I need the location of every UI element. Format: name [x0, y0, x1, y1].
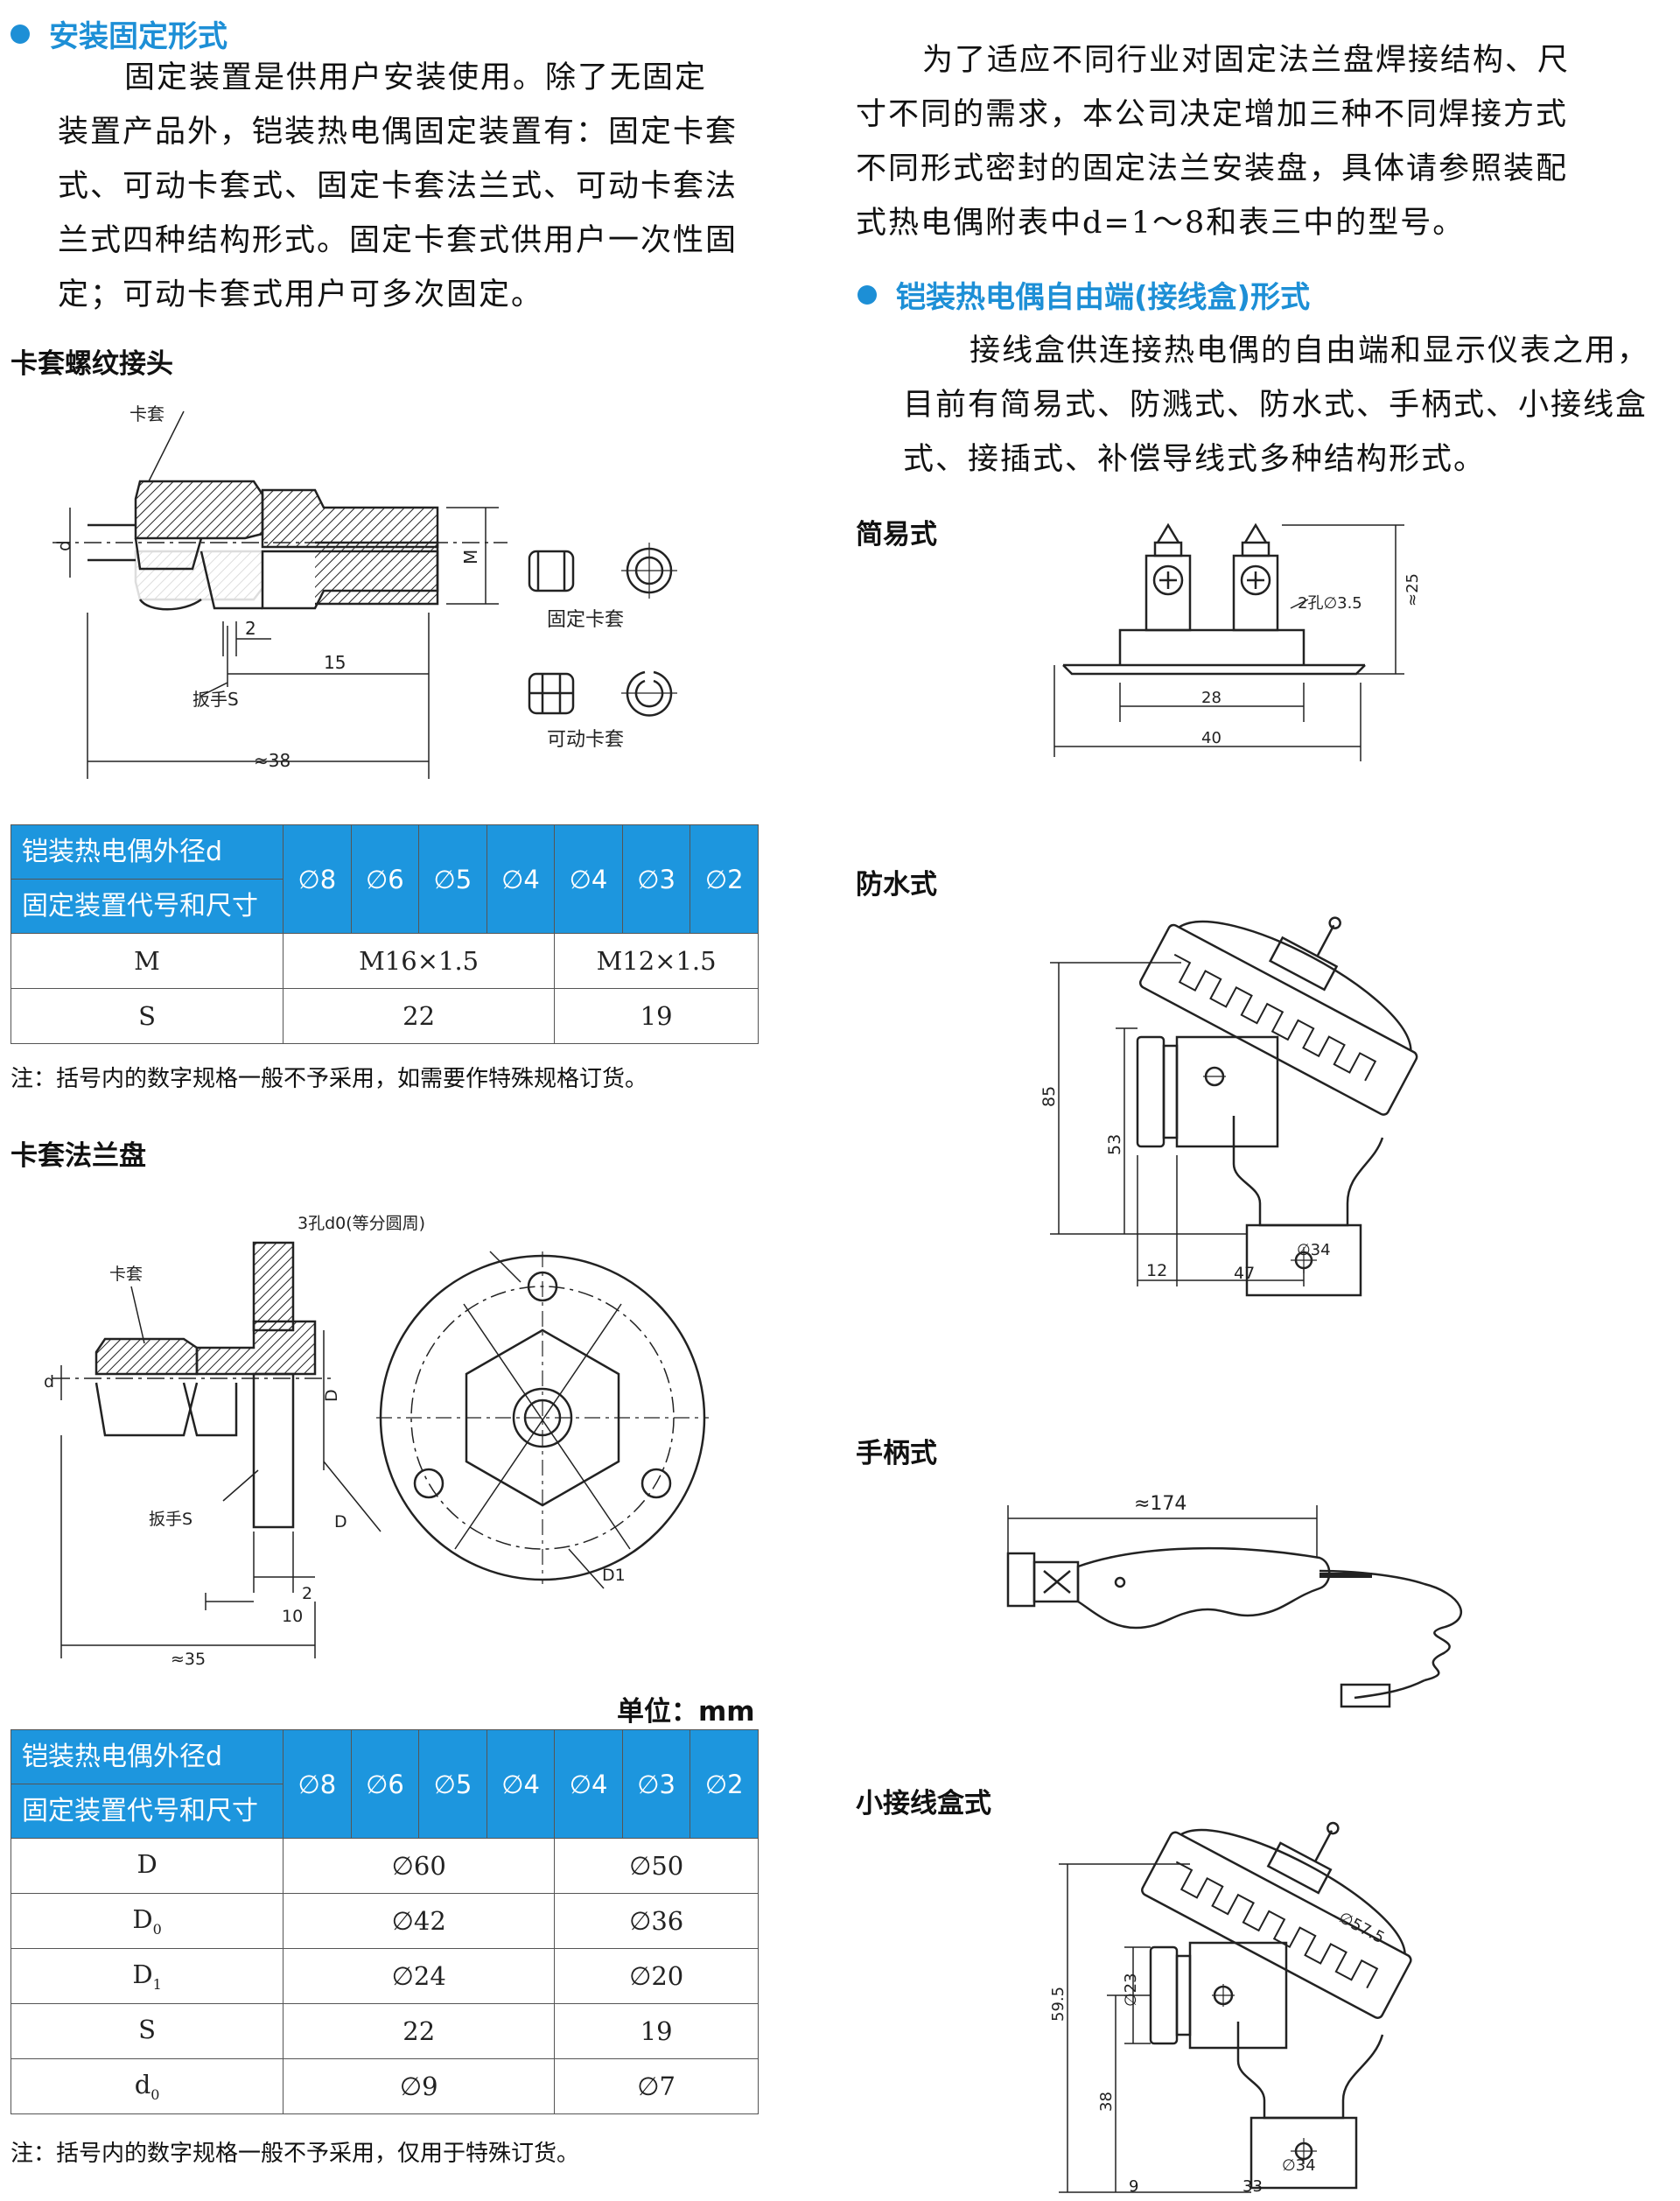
bullet-icon — [10, 24, 30, 44]
dim-47: 47 — [1234, 1264, 1255, 1283]
waterproof-type-label: 防水式 — [856, 869, 937, 901]
table-col: ∅4 — [486, 1729, 556, 1839]
table-col: ∅2 — [690, 1729, 759, 1839]
dim-33: 33 — [1242, 2177, 1263, 2196]
callout-movable-sleeve: 可动卡套 — [547, 729, 624, 751]
table-header-bottom: 固定装置代号和尺寸 — [10, 879, 284, 934]
waterproof-head-drawing: 85 53 12 47 ∅34 — [1040, 916, 1418, 1297]
table-col: ∅4 — [554, 824, 623, 934]
callout-holes: 3孔d0(等分圆周) — [298, 1214, 425, 1233]
dim-d34: ∅34 — [1297, 1241, 1331, 1259]
dim-85: 85 — [1040, 1086, 1059, 1107]
paragraph-line: 为了适应不同行业对固定法兰盘焊接结构、尺 — [922, 43, 1571, 78]
paragraph-line: 式、可动卡套式、固定卡套法兰式、可动卡套法 — [58, 169, 738, 204]
dim-15: 15 — [324, 652, 346, 673]
table-col: ∅4 — [554, 1729, 623, 1839]
dim-2: 2 — [302, 1584, 312, 1603]
paragraph-line: 装置产品外，铠装热电偶固定装置有：固定卡套 — [58, 115, 738, 150]
table-row: M M16×1.5 M12×1.5 — [10, 933, 759, 989]
callout-m: M — [460, 550, 481, 564]
dim-12: 12 — [1146, 1261, 1167, 1280]
paragraph-line: 定；可动卡套式用户可多次固定。 — [58, 277, 544, 312]
paragraph-line: 寸不同的需求，本公司决定增加三种不同焊接方式 — [856, 97, 1569, 132]
dim-59-5: 59.5 — [1049, 1987, 1068, 2022]
callout-d: d — [44, 1372, 54, 1391]
table-header-bottom: 固定装置代号和尺寸 — [10, 1784, 284, 1839]
paragraph-line: 不同形式密封的固定法兰安装盘，具体请参照装配 — [856, 151, 1569, 186]
table-col: ∅6 — [350, 824, 420, 934]
callout-D: D — [322, 1389, 341, 1402]
small-box-drawing: 59.5 38 ∅23 ∅57.5 ∅34 — [1049, 1821, 1412, 2193]
bullet-icon — [858, 284, 877, 305]
junction-box-paragraph: 接线盒供连接热电偶的自由端和显示仪表之用， 目前有简易式、防溅式、防水式、手柄式… — [903, 324, 1673, 487]
dim-38: 38 — [1097, 2092, 1116, 2112]
table-row: D1 ∅24 ∅20 — [10, 1948, 759, 2004]
dim-28: 28 — [1201, 689, 1222, 707]
dim-2: 2 — [245, 618, 256, 639]
section-title-text: 铠装热电偶自由端(接线盒)形式 — [896, 280, 1311, 315]
callout-wrench: 扳手S — [149, 1510, 192, 1529]
dim-d34: ∅34 — [1282, 2156, 1316, 2175]
simple-type-label: 简易式 — [856, 519, 937, 550]
dim-53: 53 — [1105, 1134, 1124, 1155]
table-col: ∅4 — [486, 824, 556, 934]
dim-height: ≈25 — [1404, 573, 1422, 606]
dim-holes: 2孔∅3.5 — [1298, 594, 1362, 613]
table-col: ∅2 — [690, 824, 759, 934]
callout-D1: D1 — [602, 1566, 626, 1585]
table-col: ∅8 — [283, 1729, 352, 1839]
table-header-top: 铠装热电偶外径d — [10, 1729, 284, 1784]
table-col: ∅8 — [283, 824, 352, 934]
unit-label: 单位：mm — [617, 1696, 755, 1728]
install-paragraph: 固定装置是供用户安装使用。除了无固定 装置产品外，铠装热电偶固定装置有：固定卡套… — [58, 51, 775, 322]
table-row: D0 ∅42 ∅36 — [10, 1893, 759, 1949]
section-title-text: 安装固定形式 — [49, 19, 228, 54]
table-col: ∅3 — [621, 1729, 691, 1839]
note-2: 注：括号内的数字规格一般不予采用，仅用于特殊订货。 — [10, 2141, 580, 2167]
callout-D-label: D — [334, 1512, 347, 1532]
simple-terminal-drawing: 2孔∅3.5 ≈25 28 40 — [1054, 522, 1422, 761]
handle-type-drawing: ≈174 — [1006, 1493, 1462, 1708]
callout-sleeve: 卡套 — [130, 403, 164, 424]
table-row: D ∅60 ∅50 — [10, 1838, 759, 1894]
intro-paragraph: 为了适应不同行业对固定法兰盘焊接结构、尺 寸不同的需求，本公司决定增加三种不同焊… — [856, 33, 1643, 250]
section-title-install: 安装固定形式 — [10, 12, 228, 55]
table-row: S 22 19 — [10, 2003, 759, 2059]
compression-fitting-drawing: 卡套 d M 扳手S 2 15 ≈38 固定卡套 可动卡套 — [52, 403, 677, 779]
spec-table-1: 铠装热电偶外径d ∅8 ∅6 ∅5 ∅4 ∅4 ∅3 ∅2 固定装置代号和尺寸 … — [10, 824, 759, 1044]
handle-type-label: 手柄式 — [856, 1438, 937, 1469]
dim-40: 40 — [1201, 729, 1222, 747]
callout-wrench: 扳手S — [192, 689, 239, 710]
fig1-label: 卡套螺纹接头 — [10, 348, 173, 380]
table-row: S 22 19 — [10, 988, 759, 1044]
table-col: ∅5 — [418, 824, 487, 934]
fig2-label: 卡套法兰盘 — [10, 1140, 146, 1172]
paragraph-line: 兰式四种结构形式。固定卡套式供用户一次性固 — [58, 223, 738, 258]
paragraph-line: 固定装置是供用户安装使用。除了无固定 — [124, 60, 708, 95]
callout-sleeve: 卡套 — [109, 1265, 143, 1284]
dim-d23: ∅23 — [1122, 1973, 1140, 2007]
callout-d: d — [53, 540, 74, 551]
small-box-type-label: 小接线盒式 — [856, 1788, 991, 1819]
table-col: ∅6 — [350, 1729, 420, 1839]
paragraph-line: 目前有简易式、防溅式、防水式、手柄式、小接线盒 — [903, 388, 1648, 423]
callout-fixed-sleeve: 固定卡套 — [547, 609, 624, 631]
paragraph-line: 式、接插式、补偿导线式多种结构形式。 — [903, 442, 1487, 477]
flange-drawing: 3孔d0(等分圆周) 卡套 d D 扳手S D D1 2 10 ≈35 — [44, 1214, 709, 1669]
dim-35: ≈35 — [171, 1650, 206, 1669]
section-title-junction-box: 铠装热电偶自由端(接线盒)形式 — [858, 273, 1310, 316]
dim-9: 9 — [1129, 2177, 1139, 2196]
table-col: ∅5 — [418, 1729, 487, 1839]
table-col: ∅3 — [621, 824, 691, 934]
note-1: 注：括号内的数字规格一般不予采用，如需要作特殊规格订货。 — [10, 1066, 648, 1092]
dim-38: ≈38 — [254, 750, 290, 771]
paragraph-line: 接线盒供连接热电偶的自由端和显示仪表之用， — [970, 333, 1650, 368]
spec-table-2: 铠装热电偶外径d ∅8 ∅6 ∅5 ∅4 ∅4 ∅3 ∅2 固定装置代号和尺寸 … — [10, 1729, 759, 2114]
paragraph-line: 式热电偶附表中d=1～8和表三中的型号。 — [856, 206, 1466, 241]
table-header-top: 铠装热电偶外径d — [10, 824, 284, 880]
dim-10: 10 — [282, 1607, 303, 1626]
table-row: d0 ∅9 ∅7 — [10, 2058, 759, 2114]
dim-length: ≈174 — [1134, 1493, 1186, 1515]
